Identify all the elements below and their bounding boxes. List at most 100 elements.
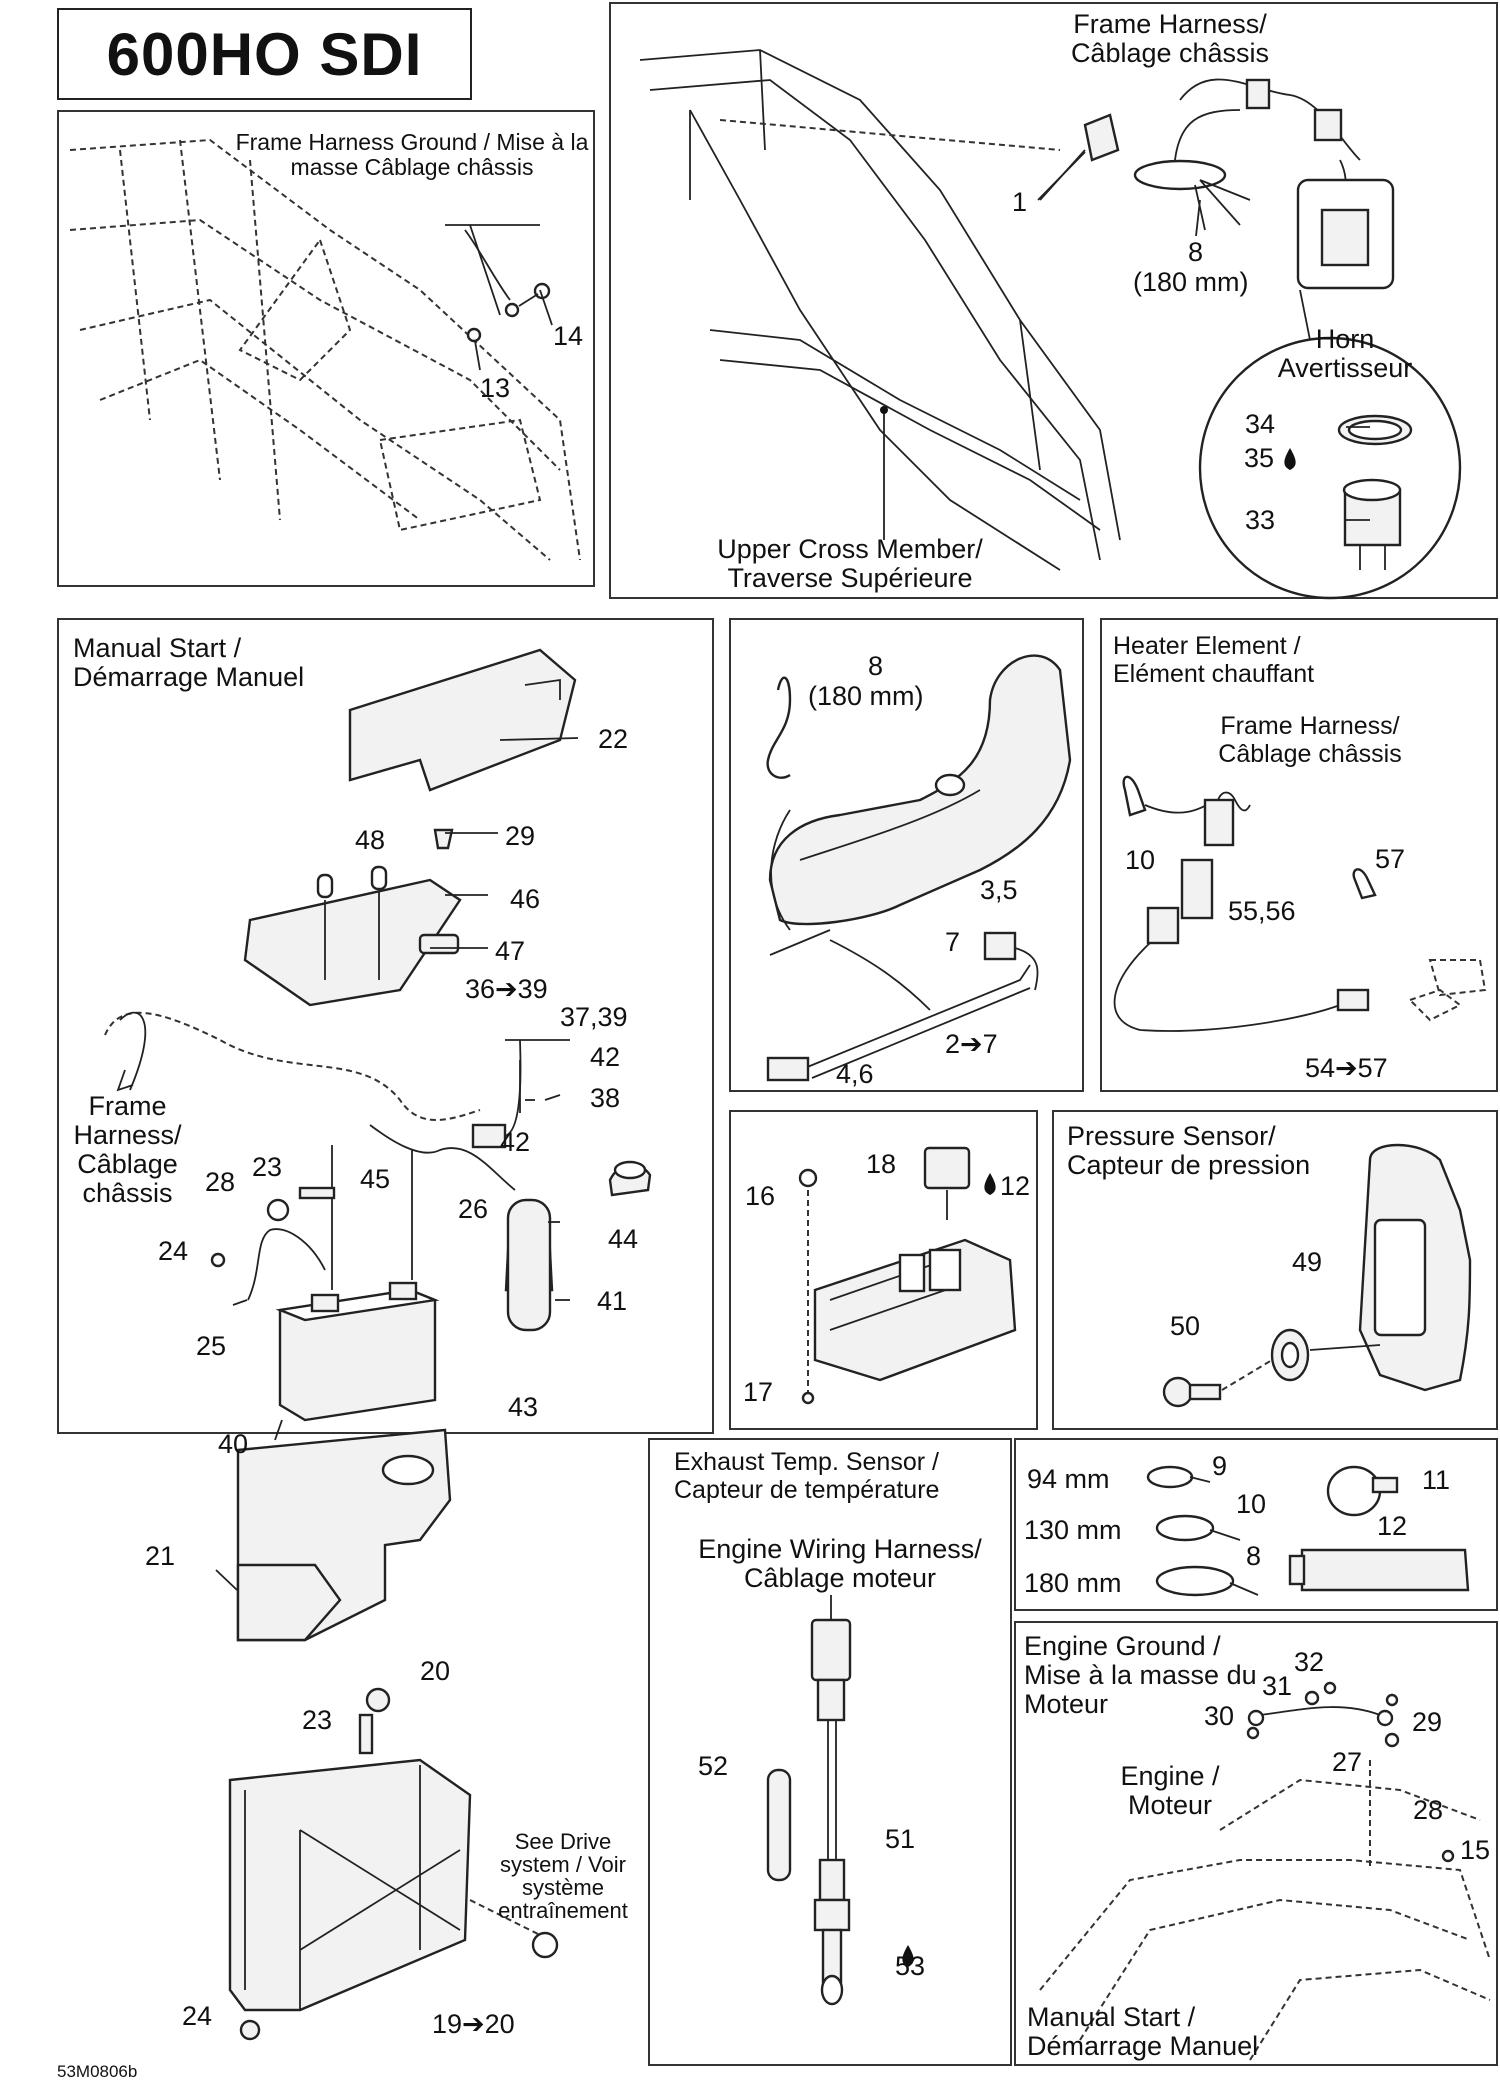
tank-part-2-7: 2➔7 xyxy=(945,1029,998,1059)
manual-start-label: Manual Start / Démarrage Manuel xyxy=(73,633,305,692)
heater-frame-harness-label: Frame Harness/ Câblage châssis xyxy=(1218,712,1402,768)
title-text: 600HO SDI xyxy=(106,20,423,88)
manual-start-illustration xyxy=(104,648,652,2041)
engine-ground-bottom-label: Manual Start / Démarrage Manuel xyxy=(1027,2002,1259,2061)
frame-harness-label: Frame Harness/ Câblage châssis xyxy=(1070,9,1270,68)
horn-label: Horn Avertisseur xyxy=(1277,324,1413,383)
part-35: 35 xyxy=(1244,443,1275,473)
pressure-part-49: 49 xyxy=(1292,1247,1323,1277)
eng-part-27: 27 xyxy=(1332,1747,1363,1777)
exhaust-sensor-label: Exhaust Temp. Sensor / Capteur de tempér… xyxy=(674,1448,940,1504)
heater-label: Heater Element / Elément chauffant xyxy=(1113,632,1315,688)
part-13: 13 xyxy=(480,373,511,403)
part-14: 14 xyxy=(553,321,584,351)
exhaust-part-52: 52 xyxy=(698,1751,729,1781)
part-47: 47 xyxy=(495,936,526,966)
part-45: 45 xyxy=(360,1164,391,1194)
oil-drop-icon-35 xyxy=(1284,448,1296,470)
heater-part-57: 57 xyxy=(1375,844,1406,874)
eng-part-31: 31 xyxy=(1262,1671,1293,1701)
panel-frame-top xyxy=(609,2,1498,599)
fuse-box-illustration xyxy=(798,1146,1017,1405)
tie-size-94: 94 mm xyxy=(1027,1464,1110,1494)
eng-part-30: 30 xyxy=(1204,1701,1235,1731)
heater-part-10: 10 xyxy=(1125,845,1156,875)
drive-system-note: See Drive system / Voir système entraîne… xyxy=(498,1829,628,1923)
oil-drop-icon-12 xyxy=(984,1173,996,1195)
drawing-code: 53M0806b xyxy=(57,2062,138,2081)
tie-size-180: 180 mm xyxy=(1024,1568,1122,1598)
eng-part-32: 32 xyxy=(1294,1647,1325,1677)
fuse-part-18: 18 xyxy=(866,1149,897,1179)
part-37-39: 37,39 xyxy=(560,1002,628,1032)
part-29: 29 xyxy=(505,821,536,851)
fuel-tank-illustration xyxy=(766,654,1072,1082)
panel-fuse-box xyxy=(729,1110,1038,1430)
part-46: 46 xyxy=(510,884,541,914)
heater-part-54-57: 54➔57 xyxy=(1305,1053,1388,1083)
part-36-39: 36➔39 xyxy=(465,974,548,1004)
tie-part-11: 11 xyxy=(1422,1465,1451,1495)
tie-part-8: 8 xyxy=(1246,1541,1262,1571)
part-33: 33 xyxy=(1245,505,1276,535)
tank-part-3-5: 3,5 xyxy=(980,875,1018,905)
part-19-20: 19➔20 xyxy=(432,2009,515,2039)
engine-label: Engine / Moteur xyxy=(1120,1761,1220,1820)
part-42-top: 42 xyxy=(590,1042,621,1072)
frame-harness-ground-label: Frame Harness Ground / Mise à la masse C… xyxy=(235,129,589,180)
heater-illustration xyxy=(1113,775,1487,1032)
pressure-sensor-illustration xyxy=(1162,1143,1472,1408)
ties-illustration xyxy=(1146,1465,1470,1597)
part-41: 41 xyxy=(597,1286,628,1316)
panel-ties xyxy=(1014,1438,1498,1611)
oil-drop-icon-53 xyxy=(902,1945,914,1967)
part-42-mid: 42 xyxy=(500,1127,531,1157)
tie-part-9: 9 xyxy=(1212,1451,1228,1481)
panel-frame-ground xyxy=(57,110,595,587)
engine-ground-illustration xyxy=(1039,1681,1491,2061)
pressure-part-50: 50 xyxy=(1170,1311,1201,1341)
page-title: 600HO SDI xyxy=(57,8,472,100)
tank-part-8-length: (180 mm) xyxy=(808,681,924,711)
part-24-bottom: 24 xyxy=(182,2001,213,2031)
part-1: 1 xyxy=(1012,187,1028,217)
pressure-sensor-label: Pressure Sensor/ Capteur de pression xyxy=(1067,1121,1311,1180)
part-38: 38 xyxy=(590,1083,621,1113)
panel-manual-start xyxy=(57,618,714,1434)
tank-part-4-6: 4,6 xyxy=(836,1059,874,1089)
eng-part-29: 29 xyxy=(1412,1707,1443,1737)
part-8: 8 xyxy=(1188,237,1204,267)
tank-part-7: 7 xyxy=(945,927,961,957)
tie-size-130: 130 mm xyxy=(1024,1515,1122,1545)
part-24-top: 24 xyxy=(158,1236,189,1266)
part-43: 43 xyxy=(508,1392,539,1422)
cross-member-illustration xyxy=(639,49,1462,600)
part-34: 34 xyxy=(1245,409,1276,439)
engine-wiring-harness-label: Engine Wiring Harness/ Câblage moteur xyxy=(698,1534,982,1593)
exhaust-part-53: 53 xyxy=(895,1951,926,1981)
part-26: 26 xyxy=(458,1194,489,1224)
engine-ground-label: Engine Ground / Mise à la masse du Moteu… xyxy=(1024,1631,1257,1719)
panel-fuel-tank xyxy=(729,618,1084,1092)
part-44: 44 xyxy=(608,1224,639,1254)
tank-part-8: 8 xyxy=(868,651,884,681)
fuse-part-17: 17 xyxy=(743,1377,774,1407)
part-25: 25 xyxy=(196,1331,227,1361)
part-28: 28 xyxy=(205,1167,236,1197)
cross-member-label: Upper Cross Member/ Traverse Supérieure xyxy=(717,534,983,593)
part-23: 23 xyxy=(252,1152,283,1182)
part-20: 20 xyxy=(420,1656,451,1686)
part-22: 22 xyxy=(598,724,629,754)
panel-pressure-sensor xyxy=(1052,1110,1498,1430)
manual-frame-harness-label: Frame Harness/ Câblage châssis xyxy=(73,1091,182,1208)
fuse-part-16: 16 xyxy=(745,1181,776,1211)
fuse-part-12: 12 xyxy=(1000,1171,1031,1201)
part-40: 40 xyxy=(218,1429,249,1459)
exhaust-part-51: 51 xyxy=(885,1824,916,1854)
part-21: 21 xyxy=(145,1541,176,1571)
eng-part-28: 28 xyxy=(1413,1795,1444,1825)
panel-heater xyxy=(1100,618,1498,1092)
part-48: 48 xyxy=(355,825,386,855)
part-8-length: (180 mm) xyxy=(1133,267,1249,297)
